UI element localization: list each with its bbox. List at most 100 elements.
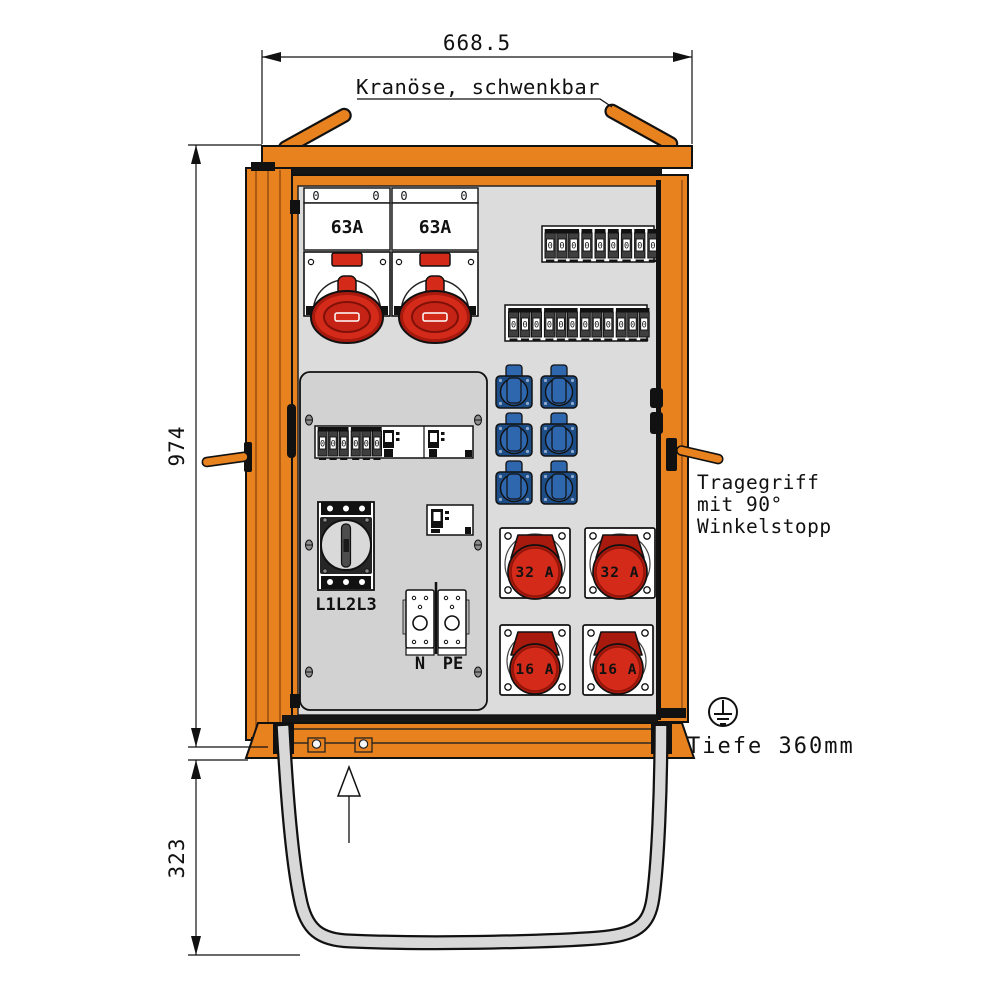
breaker-module: 0: [566, 311, 578, 341]
crane-note-label: Kranöse, schwenkbar: [356, 75, 600, 99]
svg-text:0: 0: [624, 242, 629, 252]
svg-text:0: 0: [630, 321, 635, 331]
screw-icon: [305, 539, 313, 551]
breaker-module: 0: [519, 311, 531, 341]
svg-text:Winkelstopp: Winkelstopp: [697, 515, 832, 538]
dimension-stand: [188, 759, 300, 956]
breaker-module: 0: [317, 430, 328, 460]
crane-leader: [357, 98, 613, 108]
svg-text:0: 0: [547, 321, 552, 331]
cee16-socket-1: 16 A: [499, 624, 571, 696]
height-dim-label: 974: [165, 426, 189, 467]
cee63-rating-label: 63A: [419, 217, 452, 238]
schuko-socket: [495, 412, 533, 457]
relay-box: [426, 504, 474, 536]
width-dim-label: 668.5: [443, 31, 511, 55]
svg-text:0: 0: [619, 321, 624, 331]
sub-panel-screws: [305, 414, 482, 678]
earth-symbol-icon: [708, 697, 738, 727]
schuko-socket: [495, 460, 533, 505]
svg-text:0: 0: [511, 321, 516, 331]
breaker-module: 0: [555, 311, 567, 341]
cable-entry-arrow-icon: [336, 764, 362, 843]
screw-icon: [474, 414, 482, 426]
breaker-group: 0: [594, 229, 606, 262]
schuko-socket: [540, 460, 578, 505]
svg-text:0: 0: [611, 242, 616, 252]
svg-text:0: 0: [584, 242, 589, 252]
cabinet-bottom-shadow: [282, 715, 658, 723]
svg-text:0: 0: [341, 440, 346, 450]
breaker-module: 0: [338, 430, 349, 460]
breaker-module: 0: [371, 430, 382, 460]
svg-text:0: 0: [606, 321, 611, 331]
breaker-module: 0: [350, 430, 361, 460]
svg-text:Tragegriff: Tragegriff: [697, 471, 819, 494]
cabinet-roof: [261, 145, 693, 176]
relay-icon: [383, 430, 400, 457]
breaker-module: 0: [328, 430, 339, 460]
breaker-position-label: 0: [400, 189, 407, 203]
breaker-module: 0: [591, 311, 603, 341]
breaker-position-label: 0: [460, 189, 467, 203]
svg-text:0: 0: [571, 242, 576, 252]
svg-text:16 A: 16 A: [599, 662, 638, 678]
breaker-module: 0: [544, 232, 556, 262]
svg-text:0: 0: [559, 242, 564, 252]
cee63-rating-label: 63A: [331, 217, 364, 238]
breaker-module: 0: [638, 311, 650, 341]
breaker-module: 0: [620, 232, 633, 262]
breaker-module: 0: [581, 232, 593, 262]
terminal-pe-block: [437, 589, 470, 656]
cee63-unit-left: 0 0 63A: [303, 187, 391, 344]
breaker-module: 0: [627, 311, 639, 341]
breaker-module: 0: [543, 311, 555, 341]
screw-icon: [474, 539, 482, 551]
handle-note: Tragegriff mit 90° Winkelstopp: [697, 471, 832, 538]
cee32-socket-1: 32 A: [499, 527, 571, 600]
screw-icon: [305, 414, 313, 426]
cee32-socket-2: 32 A: [584, 527, 656, 600]
main-switch-label: L1L2L3: [315, 595, 376, 615]
carry-handle-right: [666, 438, 724, 471]
breaker-module: 0: [508, 311, 519, 341]
breaker-module: 0: [361, 430, 372, 460]
cee63-unit-right: 0 0 63A: [391, 187, 479, 344]
open-door-left: [245, 162, 300, 746]
breaker-module: 0: [568, 232, 580, 262]
breaker-module: 0: [602, 311, 614, 341]
breaker-module: 0: [531, 311, 542, 341]
depth-note-label: Tiefe 360mm: [687, 734, 855, 759]
base-clip: [307, 737, 326, 753]
breaker-module: 0: [579, 311, 591, 341]
svg-text:16 A: 16 A: [516, 662, 555, 678]
schuko-socket: [540, 364, 578, 409]
svg-text:0: 0: [594, 321, 599, 331]
svg-text:0: 0: [353, 440, 358, 450]
svg-text:0: 0: [570, 321, 575, 331]
svg-text:32 A: 32 A: [516, 565, 555, 581]
svg-text:0: 0: [558, 321, 563, 331]
terminal-n-block: [402, 589, 435, 656]
svg-text:0: 0: [522, 321, 527, 331]
breaker-group: 0: [581, 229, 593, 262]
breaker-module: 0: [594, 232, 606, 262]
cabinet-base: [244, 722, 696, 759]
screw-icon: [305, 666, 313, 678]
schuko-socket: [540, 412, 578, 457]
relay-icon: [428, 430, 445, 457]
schuko-socket: [495, 364, 533, 409]
breaker-position-label: 0: [372, 189, 379, 203]
base-clip: [354, 737, 373, 753]
svg-text:0: 0: [548, 242, 553, 252]
